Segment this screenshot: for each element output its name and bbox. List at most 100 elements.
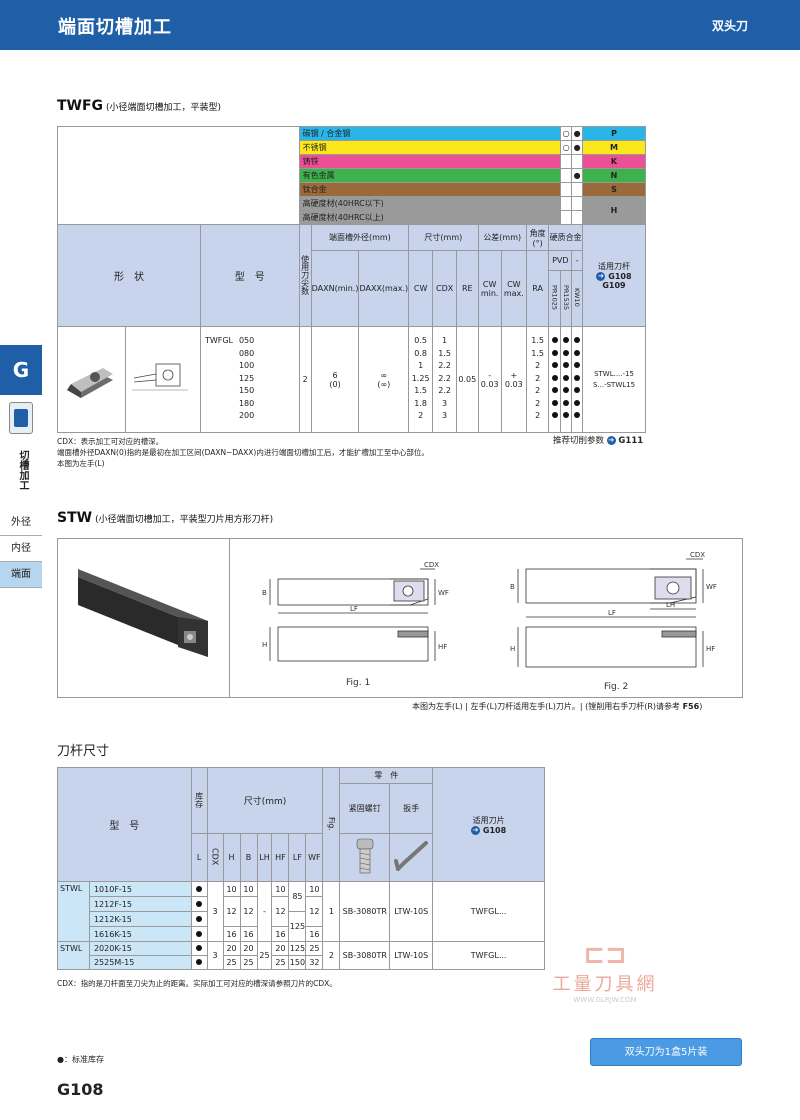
- stock-dot: [190, 896, 208, 912]
- cdx-item: 1.5: [438, 348, 451, 358]
- side-menu-item-outer[interactable]: 外径: [0, 510, 42, 536]
- material-row: 不锈钢 ○ ● M: [58, 140, 646, 155]
- b-value: 25: [239, 955, 258, 970]
- dim-h-label: H: [262, 641, 267, 649]
- cdx-item: 2.2: [438, 386, 451, 395]
- dim-wf-label: WF: [438, 589, 449, 597]
- cw-item: 1.8: [414, 398, 427, 408]
- h-g1-wrench: LTW-10S: [389, 881, 434, 942]
- material-name: 铸铁: [298, 154, 561, 169]
- h-model: 1212K-15: [88, 911, 192, 927]
- header-category: 双头刀: [711, 19, 748, 33]
- b-value: 20: [239, 941, 258, 956]
- h-g1-lh: -: [256, 881, 273, 942]
- page-title: 端面切槽加工: [58, 17, 172, 38]
- stock-dot: [190, 911, 208, 927]
- ra-item: 1.5: [531, 348, 544, 358]
- arrow-icon: ➔: [596, 272, 606, 281]
- stw-note-ref[interactable]: F56: [682, 702, 700, 711]
- h-g1-prefix: STWL: [57, 881, 90, 942]
- cw-item: 1.5: [414, 386, 427, 395]
- arrow-icon: ➔: [471, 825, 481, 835]
- grade-1-dots: [548, 326, 561, 433]
- col-re: RE: [456, 250, 479, 327]
- grade-available-dot-icon: [549, 410, 560, 423]
- pack-info-button[interactable]: 双头刀为1盒5片装: [590, 1038, 742, 1066]
- grade-available-dot-icon: [561, 335, 572, 348]
- grade-2-dots: [559, 326, 573, 433]
- stock-dot-icon: [196, 915, 203, 922]
- ra-item: 2: [535, 398, 541, 408]
- material-mark: ●: [571, 168, 583, 183]
- col-holder: 适用刀杆 ➔ G108 G109: [582, 224, 646, 327]
- col-dim: 尺寸(mm): [408, 224, 479, 251]
- twfg-title: TWFG(小径端面切槽加工，平装型): [57, 98, 221, 114]
- h-col-lf: LF: [288, 833, 307, 882]
- insert-drawing: [124, 326, 201, 433]
- watermark: ⊏⊐ 工量刀具網 WWW.GLRJW.COM: [540, 940, 670, 1004]
- grade-available-dot-icon: [561, 373, 572, 386]
- dim-lf-label: LF: [608, 609, 616, 617]
- dim-wf-label: WF: [706, 583, 717, 591]
- col-grade: 硬质合金: [548, 224, 583, 251]
- side-menu-item-face[interactable]: 端面: [0, 562, 42, 588]
- screw-image: [339, 833, 391, 882]
- stw-note: 本图为左手(L) | 左手(L)刀杆适用左手(L)刀片。| (镗削用右手刀杆(R…: [412, 702, 703, 711]
- grade-available-dot-icon: [572, 373, 582, 386]
- side-menu-item-inner[interactable]: 内径: [0, 536, 42, 562]
- ra-item: 2: [535, 361, 541, 370]
- recommend-link[interactable]: 推荐切削参数 ➔ G111: [553, 436, 644, 446]
- material-name: 碳钢 / 合金钢: [298, 126, 561, 141]
- dim-lf-label: LF: [350, 605, 358, 613]
- grade-available-dot-icon: [572, 360, 582, 373]
- cw-item: 0.8: [414, 348, 427, 358]
- h-col-fig: Fig.: [322, 767, 341, 882]
- twfg-table: 碳钢 / 合金钢 ○ ● P 不锈钢 ○ ● M 铸铁 K 有色金属 ● N 钛…: [57, 126, 646, 433]
- model-item: 150: [238, 386, 255, 395]
- h-value: 10: [222, 881, 241, 897]
- lf-value: 125: [288, 941, 307, 956]
- h-value: 12: [222, 896, 241, 927]
- stock-legend: ●：标准库存: [57, 1055, 104, 1064]
- wrench-icon: [394, 840, 429, 871]
- holder-photo-icon: [78, 569, 208, 657]
- col-angle: 角度(°): [525, 224, 550, 251]
- holder-title: 刀杆尺寸: [57, 744, 110, 759]
- ra-item: 2: [535, 411, 541, 420]
- grade-available-dot-icon: [549, 373, 560, 386]
- h-col-h: H: [222, 833, 241, 882]
- wf-value: 12: [305, 896, 324, 927]
- twfg-notes: CDX：表示加工可对应的槽深。 端面槽外径DAXN(0)指的是最初在加工区间(D…: [57, 437, 429, 468]
- col-daxx: DAXX(max.): [358, 250, 410, 327]
- cwmin-value: - 0.03: [477, 326, 502, 433]
- h-value: 16: [222, 926, 241, 942]
- insert-drawing-icon: [131, 363, 188, 390]
- insert-image-icon: [67, 367, 114, 398]
- side-section-letter[interactable]: G: [0, 345, 42, 395]
- h-model: 2525M-15: [88, 955, 192, 970]
- material-code: M: [582, 140, 646, 155]
- wf-value: 32: [305, 955, 324, 970]
- h-col-dim: 尺寸(mm): [206, 767, 324, 834]
- stock-dot-icon: [196, 959, 203, 965]
- h-col-model: 型 号: [57, 767, 192, 882]
- stock-dot-icon: [196, 930, 203, 937]
- h-model: 1010F-15: [88, 881, 192, 897]
- material-name: 不锈钢: [298, 140, 561, 155]
- cdx-item: 3: [442, 398, 448, 408]
- col-cw: CW: [408, 250, 434, 327]
- b-value: 10: [239, 881, 258, 897]
- material-row: 高硬度材(40HRC以下) H: [58, 196, 646, 225]
- grade-available-dot-icon: [549, 348, 560, 361]
- model-item: 125: [238, 373, 255, 383]
- cwmax-value: + 0.03: [500, 326, 527, 433]
- h-g2-cdx: 3: [206, 941, 224, 970]
- cw-item: 1.25: [411, 373, 430, 383]
- model-item: 080: [238, 348, 255, 358]
- holder-note: CDX：指的是刀杆面至刀尖为止的距离。实际加工可对应的槽深请参照刀片的CDX。: [57, 979, 337, 988]
- ra-item: 1.5: [531, 336, 544, 345]
- stock-dot-icon: [196, 885, 203, 892]
- model-item: 050: [238, 336, 255, 345]
